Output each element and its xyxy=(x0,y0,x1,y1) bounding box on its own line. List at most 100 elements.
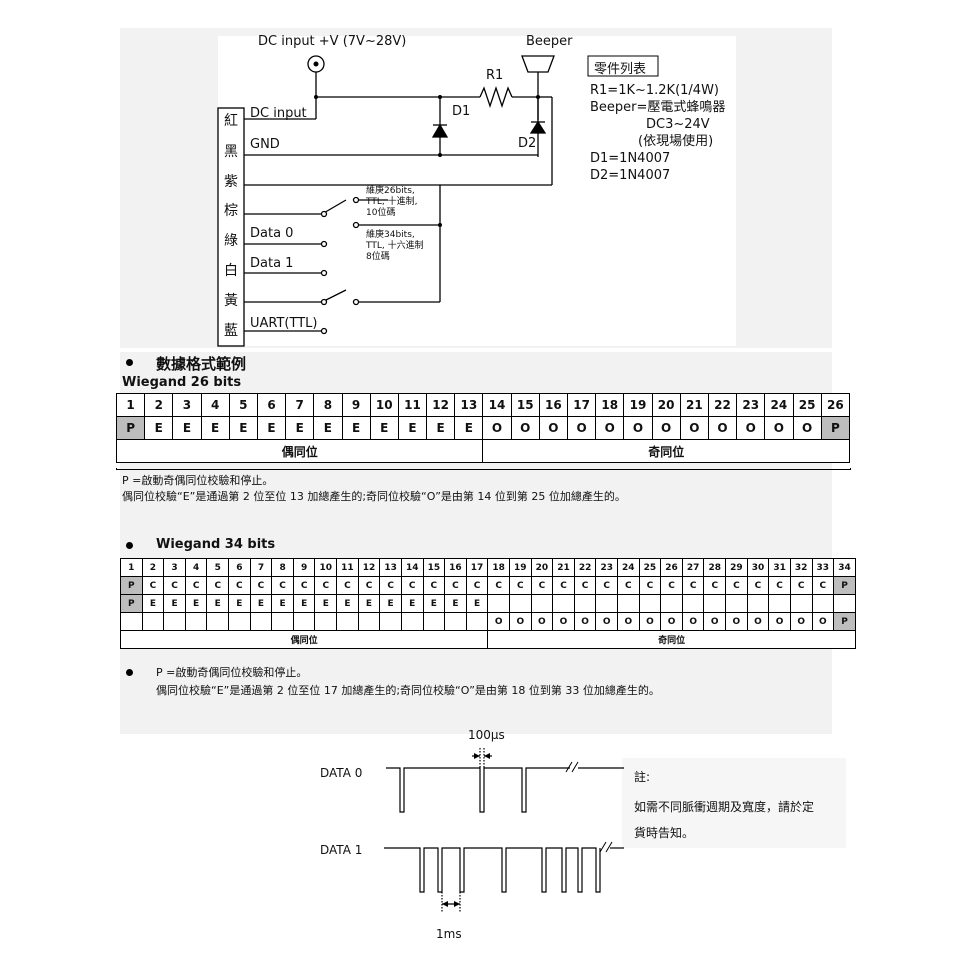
pin-gnd: GND xyxy=(250,137,280,152)
bit-cell xyxy=(746,594,770,613)
bit-cell xyxy=(725,594,748,613)
bit-number-cell: 16 xyxy=(538,393,569,417)
bit-cell: O xyxy=(746,612,770,631)
wire-color-label: 棕 xyxy=(224,203,238,219)
bit-cell: O xyxy=(595,416,625,440)
bit-cell: C xyxy=(573,576,597,595)
bit-cell: O xyxy=(552,612,575,631)
bit-cell xyxy=(768,594,791,613)
bit-cell: C xyxy=(660,576,683,595)
bit-number-cell: 17 xyxy=(566,393,597,417)
bit-cell: C xyxy=(357,576,381,595)
bit-cell: E xyxy=(249,594,273,613)
bit-cell: O xyxy=(768,612,791,631)
bit-cell xyxy=(465,612,489,631)
bit-cell: E xyxy=(379,594,402,613)
bit-number-cell: 22 xyxy=(573,558,597,577)
bit-cell xyxy=(336,612,359,631)
bit-cell: E xyxy=(256,416,287,440)
bit-cell xyxy=(681,594,705,613)
bit-cell xyxy=(249,612,273,631)
bit-number-cell: 17 xyxy=(465,558,489,577)
bit-number-cell: 1 xyxy=(115,393,146,417)
bit-cell: C xyxy=(184,576,208,595)
bit-cell xyxy=(833,594,856,613)
bit-cell: O xyxy=(764,416,794,440)
part-d2: D2=1N4007 xyxy=(590,168,671,183)
bit-cell: E xyxy=(172,416,202,440)
bit-number-cell: 26 xyxy=(660,558,683,577)
bit-cell: O xyxy=(679,416,709,440)
bit-cell: E xyxy=(271,594,294,613)
part-beeper: Beeper=壓電式蜂鳴器 xyxy=(590,100,726,115)
bit-cell xyxy=(184,612,208,631)
bit-cell: E xyxy=(426,416,456,440)
bit-cell xyxy=(206,612,230,631)
even-parity-label: 偶同位 xyxy=(119,630,489,649)
bit-number-cell: 11 xyxy=(336,558,359,577)
bit-cell: C xyxy=(595,576,619,595)
bit-cell xyxy=(811,594,835,613)
bit-cell: E xyxy=(228,416,258,440)
bit-cell: O xyxy=(725,612,748,631)
table-row: 偶同位奇同位 xyxy=(119,630,856,649)
bit-number-cell: 6 xyxy=(228,558,251,577)
bit-number-cell: 32 xyxy=(789,558,813,577)
period-label: 1ms xyxy=(436,927,462,941)
bit-number-cell: 20 xyxy=(530,558,554,577)
bit-number-cell: 28 xyxy=(703,558,727,577)
bit-number-cell: 16 xyxy=(444,558,467,577)
bit-cell: O xyxy=(538,416,569,440)
parts-title: 零件列表 xyxy=(594,62,647,77)
even-parity-label: 偶同位 xyxy=(115,439,484,463)
wire-color-label: 紅 xyxy=(224,113,238,129)
bit-cell: E xyxy=(369,416,399,440)
bit-cell: C xyxy=(465,576,489,595)
bit-cell xyxy=(400,612,424,631)
parts-list: R1=1K~1.2K(1/4W) Beeper=壓電式蜂鳴器 DC3~24V (… xyxy=(590,82,725,184)
odd-parity-label: 奇同位 xyxy=(482,439,850,463)
r1-label: R1 xyxy=(486,68,504,83)
bit-cell: O xyxy=(707,416,738,440)
bit-cell: O xyxy=(789,612,813,631)
bit-cell: E xyxy=(200,416,230,440)
bit-number-cell: 18 xyxy=(487,558,510,577)
bit-number-cell: 8 xyxy=(271,558,294,577)
r1-resistor xyxy=(479,85,513,109)
bit-cell xyxy=(508,594,532,613)
bit-cell xyxy=(552,594,575,613)
bit-number-cell: 3 xyxy=(163,558,186,577)
bit-cell xyxy=(487,594,510,613)
bit-cell: E xyxy=(144,416,174,440)
bit-cell: P xyxy=(120,594,143,613)
bit-cell: C xyxy=(336,576,359,595)
bit-cell: C xyxy=(271,576,294,595)
bit-cell: C xyxy=(638,576,662,595)
bit-cell: C xyxy=(141,576,165,595)
bit-number-cell: 11 xyxy=(397,393,428,417)
wiegand34-note2: 偶同位校驗“E”是通過第 2 位至位 17 加總產生的;奇同位校驗“O”是由第 … xyxy=(156,684,660,697)
pulse-width-label: 100μs xyxy=(468,728,505,742)
bit-cell: C xyxy=(249,576,273,595)
bit-cell: E xyxy=(397,416,428,440)
bit-number-cell: 23 xyxy=(736,393,766,417)
bit-cell xyxy=(271,612,294,631)
bit-number-cell: 12 xyxy=(357,558,381,577)
bit-number-cell: 8 xyxy=(313,393,343,417)
bit-number-cell: 24 xyxy=(764,393,794,417)
bit-number-cell: 33 xyxy=(811,558,835,577)
bit-cell: E xyxy=(163,594,186,613)
bit-number-cell: 5 xyxy=(206,558,230,577)
bit-cell xyxy=(703,594,727,613)
wiegand34-note1: P =啟動奇偶同位校驗和停止。 xyxy=(156,666,308,679)
pin-data1: Data 1 xyxy=(250,256,294,271)
bit-number-cell: 25 xyxy=(792,393,822,417)
wire-color-label: 黑 xyxy=(224,144,238,160)
bit-cell: E xyxy=(141,594,165,613)
bit-number-cell: 7 xyxy=(285,393,315,417)
bit-number-cell: 29 xyxy=(725,558,748,577)
bit-number-cell: 34 xyxy=(833,558,856,577)
timing-diagram xyxy=(384,748,624,912)
bit-cell: E xyxy=(454,416,484,440)
